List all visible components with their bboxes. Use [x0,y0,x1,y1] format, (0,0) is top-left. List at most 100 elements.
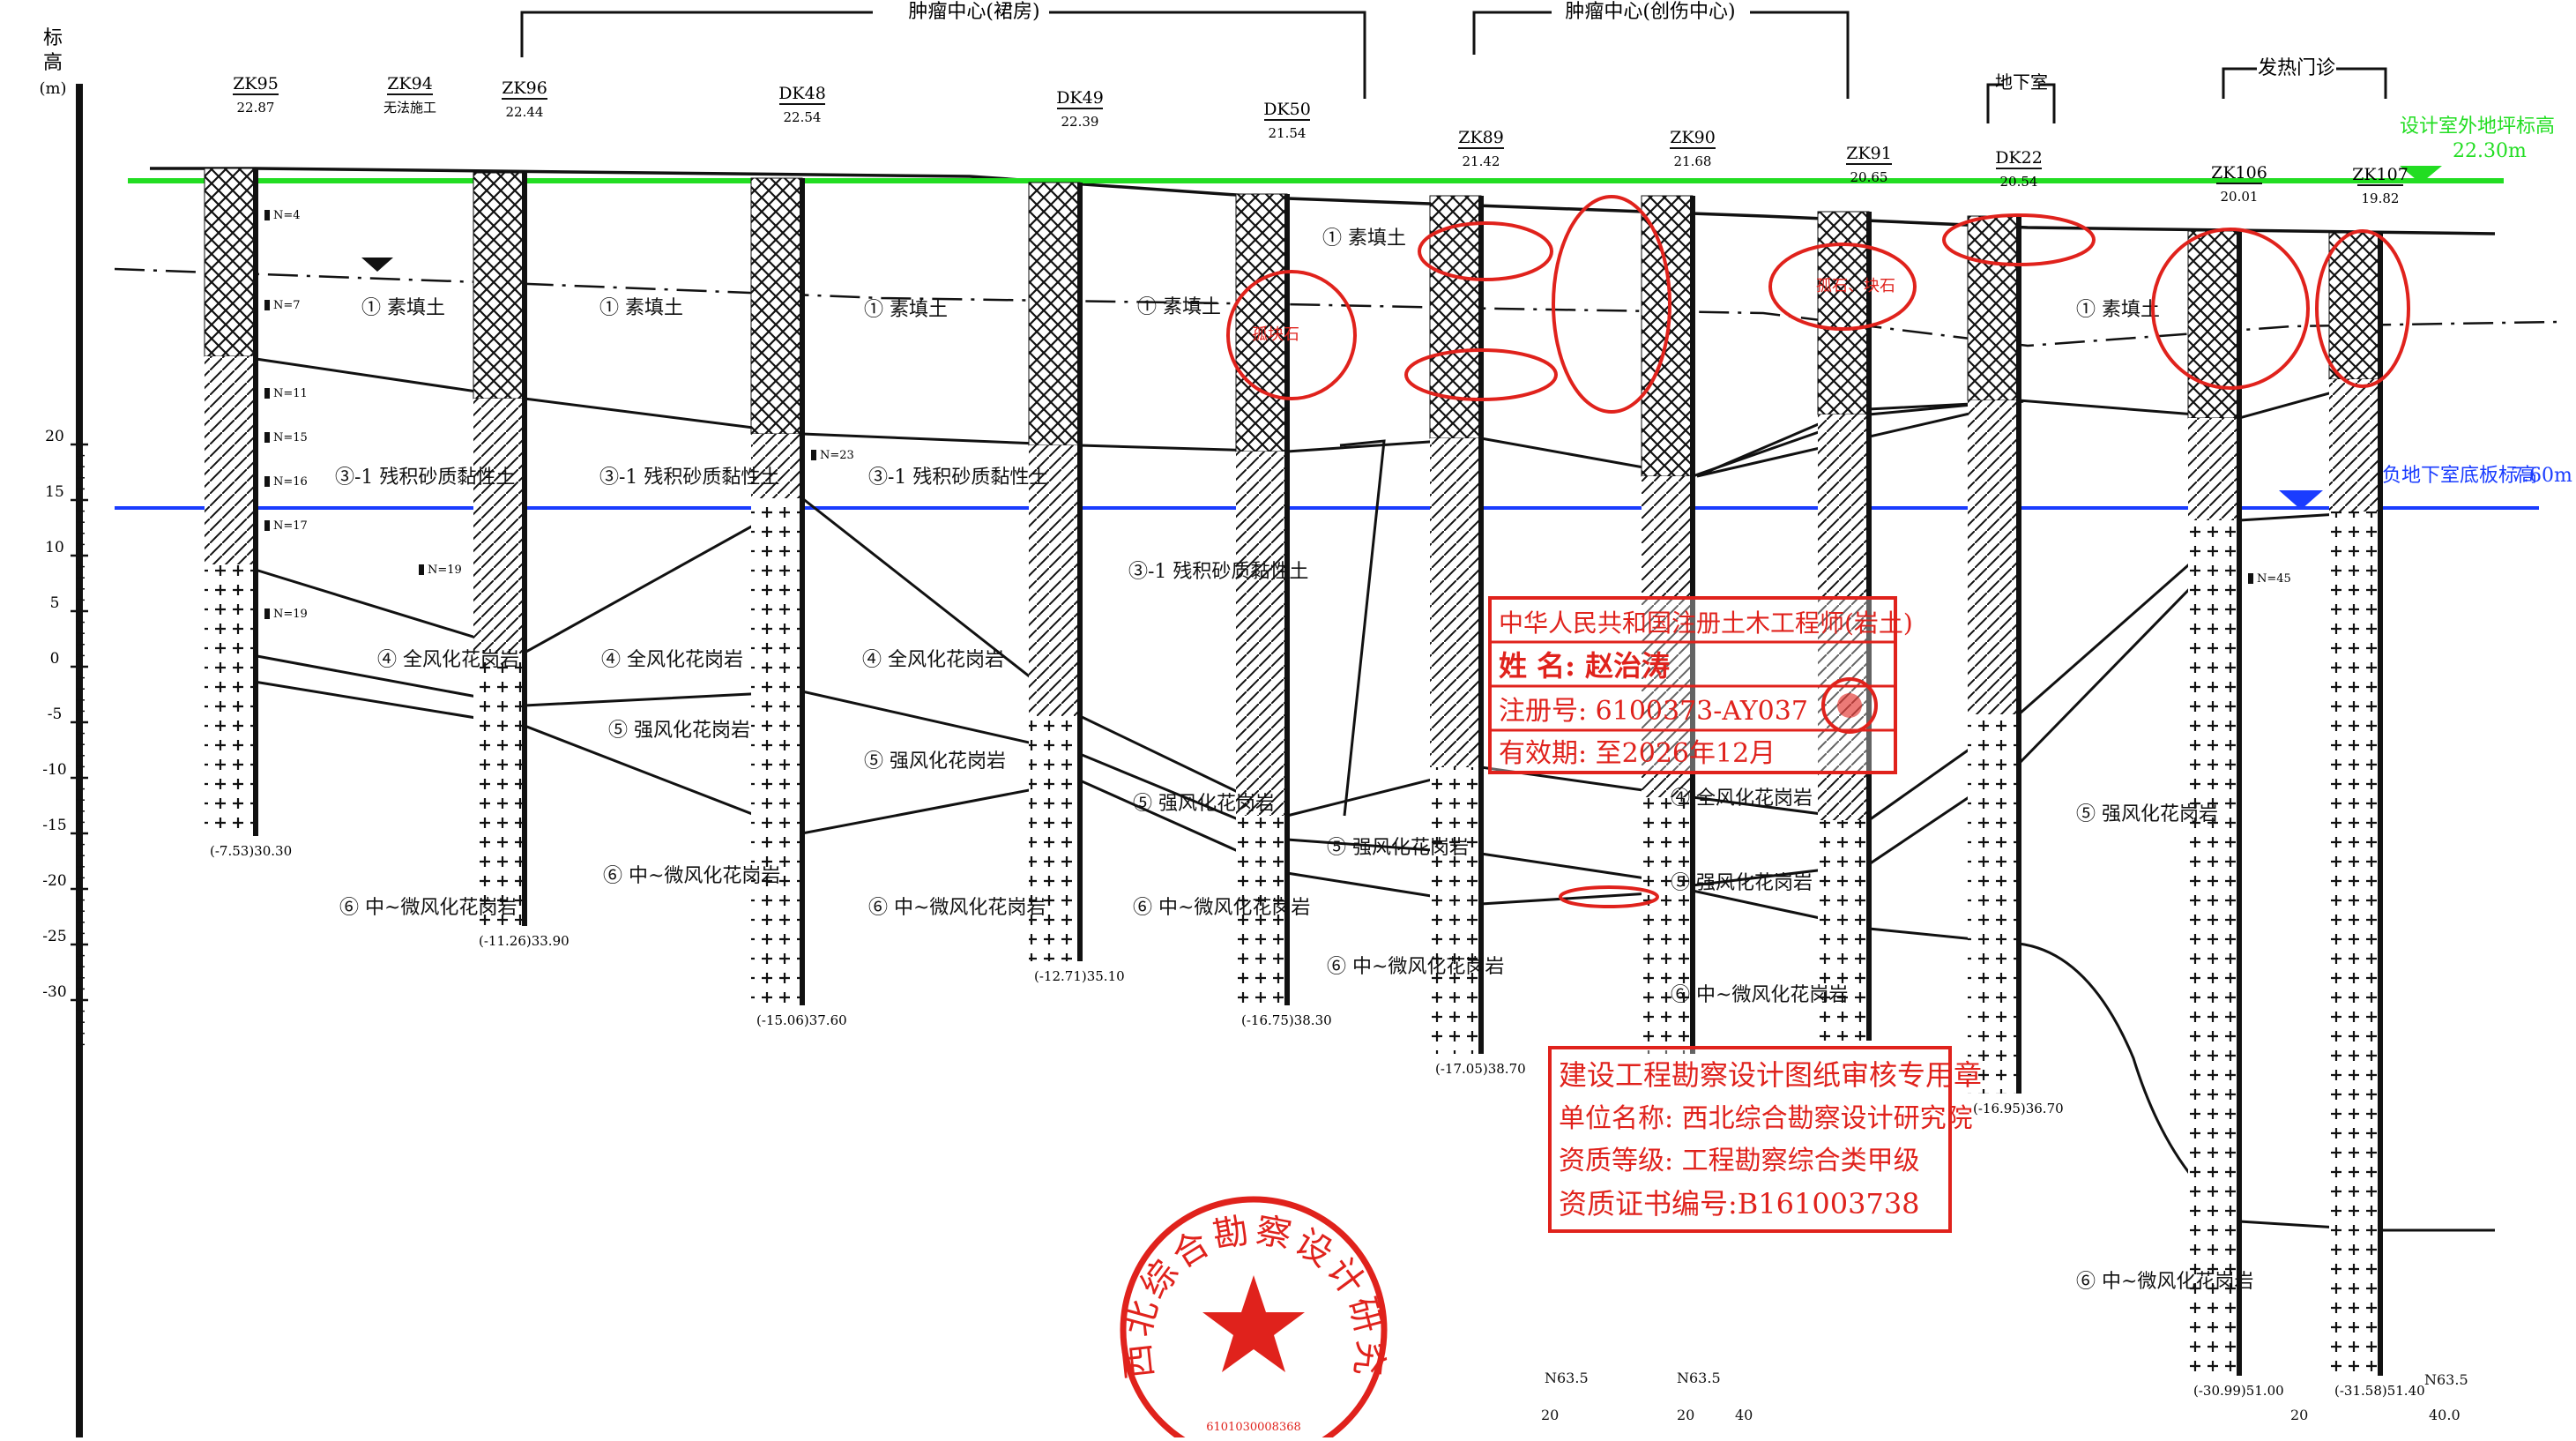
borehole-id: ZK95 [233,74,279,93]
annotation-circle [1226,270,1357,400]
borehole-id: ZK96 [502,78,547,98]
borehole-zk107: ZK107 19.82 [2328,165,2408,1376]
review-stamp: 建设工程勘察设计图纸审核专用章 单位名称: 西北综合勘察设计研究院 资质等级: … [1548,1046,1982,1233]
layer-label: ④ 全风化花岗岩 [377,649,519,671]
stratum-granite-column [2188,520,2239,1376]
group-label-fever: 发热门诊 [2258,57,2335,79]
borehole-bottom-label: (-7.53)30.30 [210,843,292,859]
layer-label: ⑤ 强风化花岗岩 [1671,872,1813,894]
borehole-dk48: DK48 22.54 [750,84,826,1005]
layer-label: ⑤ 强风化花岗岩 [864,750,1006,773]
stratum-silt-column [205,356,256,564]
n-value-label: N=17 [273,519,308,533]
stratum-silt-column [1642,476,1693,797]
borehole-elevation: 20.54 [2000,174,2038,190]
borehole-id: ZK107 [2352,165,2408,184]
stratum-fill-column [204,168,257,357]
stratum-granite-column [205,564,256,836]
borehole-elevation: 22.54 [784,109,822,125]
building-brackets: 肿瘤中心(裙房) 肿瘤中心(创伤中心) 地下室 发热门诊 [520,1,2387,123]
borehole-id: ZK106 [2211,163,2267,183]
group-label-trauma: 肿瘤中心(创伤中心) [1565,1,1735,23]
stratum-silt-column [1968,400,2019,714]
n-value-label: N=15 [273,431,308,444]
footer-scale: 40 [1735,1407,1753,1423]
layer-label: ⑤ 强风化花岗岩 [1133,793,1275,815]
engineer-stamp-valid: 有效期: 至2026年12月 [1499,738,1776,769]
stratum-silt-column [751,434,802,498]
footer-unit: N63.5 [1677,1370,1721,1386]
boundary-full-strong [237,536,2241,887]
axis-tick-label: -5 [48,706,63,723]
axis-tick-label: 15 [45,483,64,501]
stratum-fill-column [750,177,803,435]
borehole-id: ZK94 [387,74,433,93]
borehole-id: DK48 [778,84,826,103]
group-label-podium: 肿瘤中心(裙房) [908,1,1039,23]
axis-tick-label: 20 [45,428,64,445]
layer-label: ③-1 残积砂质黏性土 [599,467,779,489]
stratum-granite-column [1029,716,1080,961]
stratum-granite-column [751,498,802,1005]
borehole-id: ZK89 [1458,128,1504,147]
boundary-silt-full [237,497,2381,822]
stratum-fill-column [2328,232,2381,380]
borehole-bottom-label: (-12.71)35.10 [1034,968,1125,984]
borehole-id: DK49 [1056,88,1104,108]
annotation-circle [1552,195,1671,414]
layer-label: ⑤ 强风化花岗岩 [608,720,750,742]
layer-label: ③-1 残积砂质黏性土 [1128,561,1308,583]
stratum-granite-column [1430,767,1481,1054]
stratum-boundaries [237,355,2495,1232]
layer-label: ⑥ 中~微风化花岗岩 [2076,1271,2253,1293]
seal-star-icon [1202,1275,1305,1372]
axis-title-3: (m) [39,79,66,98]
n-value-label: N=16 [273,475,308,489]
borehole-elevation: 21.42 [1463,153,1500,169]
layer-labels: ① 素填土 ① 素填土 ① 素填土 ① 素填土 ① 素填土 ① 素填土 ③-1 … [335,228,2253,1293]
borehole-bottom-label: (-30.99)51.00 [2193,1383,2284,1399]
n-value-markers: N=4N=7N=11N=15N=16N=17N=19N=19N=23N=45 [264,209,2291,621]
stratum-fill-column [1235,193,1288,452]
borehole-elevation: 22.44 [506,104,544,120]
footer-scale: 20 [2290,1407,2308,1423]
borehole-elevation: 19.82 [2362,190,2400,206]
stratum-granite-column [2329,511,2380,1376]
axis-tick-label: -15 [42,817,66,834]
axis-tick-label: 0 [50,650,60,668]
water-level-marker [361,258,393,272]
axis-tick-label: 5 [50,594,60,612]
layer-label: ① 素填土 [1137,296,1221,318]
borehole-zk94: ZK94 无法施工 [383,74,436,116]
annotation-circle [1559,885,1659,908]
borehole-elevation: 无法施工 [383,100,436,116]
review-stamp-grade: 资质等级: 工程勘察综合类甲级 [1559,1146,1920,1176]
layer-label: ① 素填土 [599,297,683,319]
layer-label: ⑤ 强风化花岗岩 [2076,803,2218,825]
boundary-strong-medium [237,677,2495,1232]
footer-scales: N63.5 N63.5 20 20 40 N63.5 20 40.0 [1541,1370,2468,1423]
layer-label: ① 素填土 [864,299,948,321]
layer-label: ① 素填土 [361,297,445,319]
n-value-label: N=23 [820,449,854,462]
stratum-silt-column [1029,445,1080,716]
layer-label: ① 素填土 [2076,299,2160,321]
layer-label: ③-1 残积砂质黏性土 [868,467,1048,489]
borehole-elevation: 21.68 [1674,153,1712,169]
n-value-label: N=4 [273,209,301,222]
annotation-circle [2315,229,2410,388]
boreholes: ZK9522.87ZK94无法施工ZK9622.44DK4822.54DK492… [204,74,2425,1399]
n-value-label: N=45 [2257,572,2291,586]
layer-label: ⑥ 中~微风化花岗岩 [603,865,780,887]
engineer-stamp-reg: 注册号: 6100373-AY037 [1499,696,1808,727]
borehole-bottom-label: (-15.06)37.60 [756,1012,847,1028]
design-ground-value: 22.30m [2453,140,2527,162]
layer-label: ⑥ 中~微风化花岗岩 [1671,984,1848,1006]
